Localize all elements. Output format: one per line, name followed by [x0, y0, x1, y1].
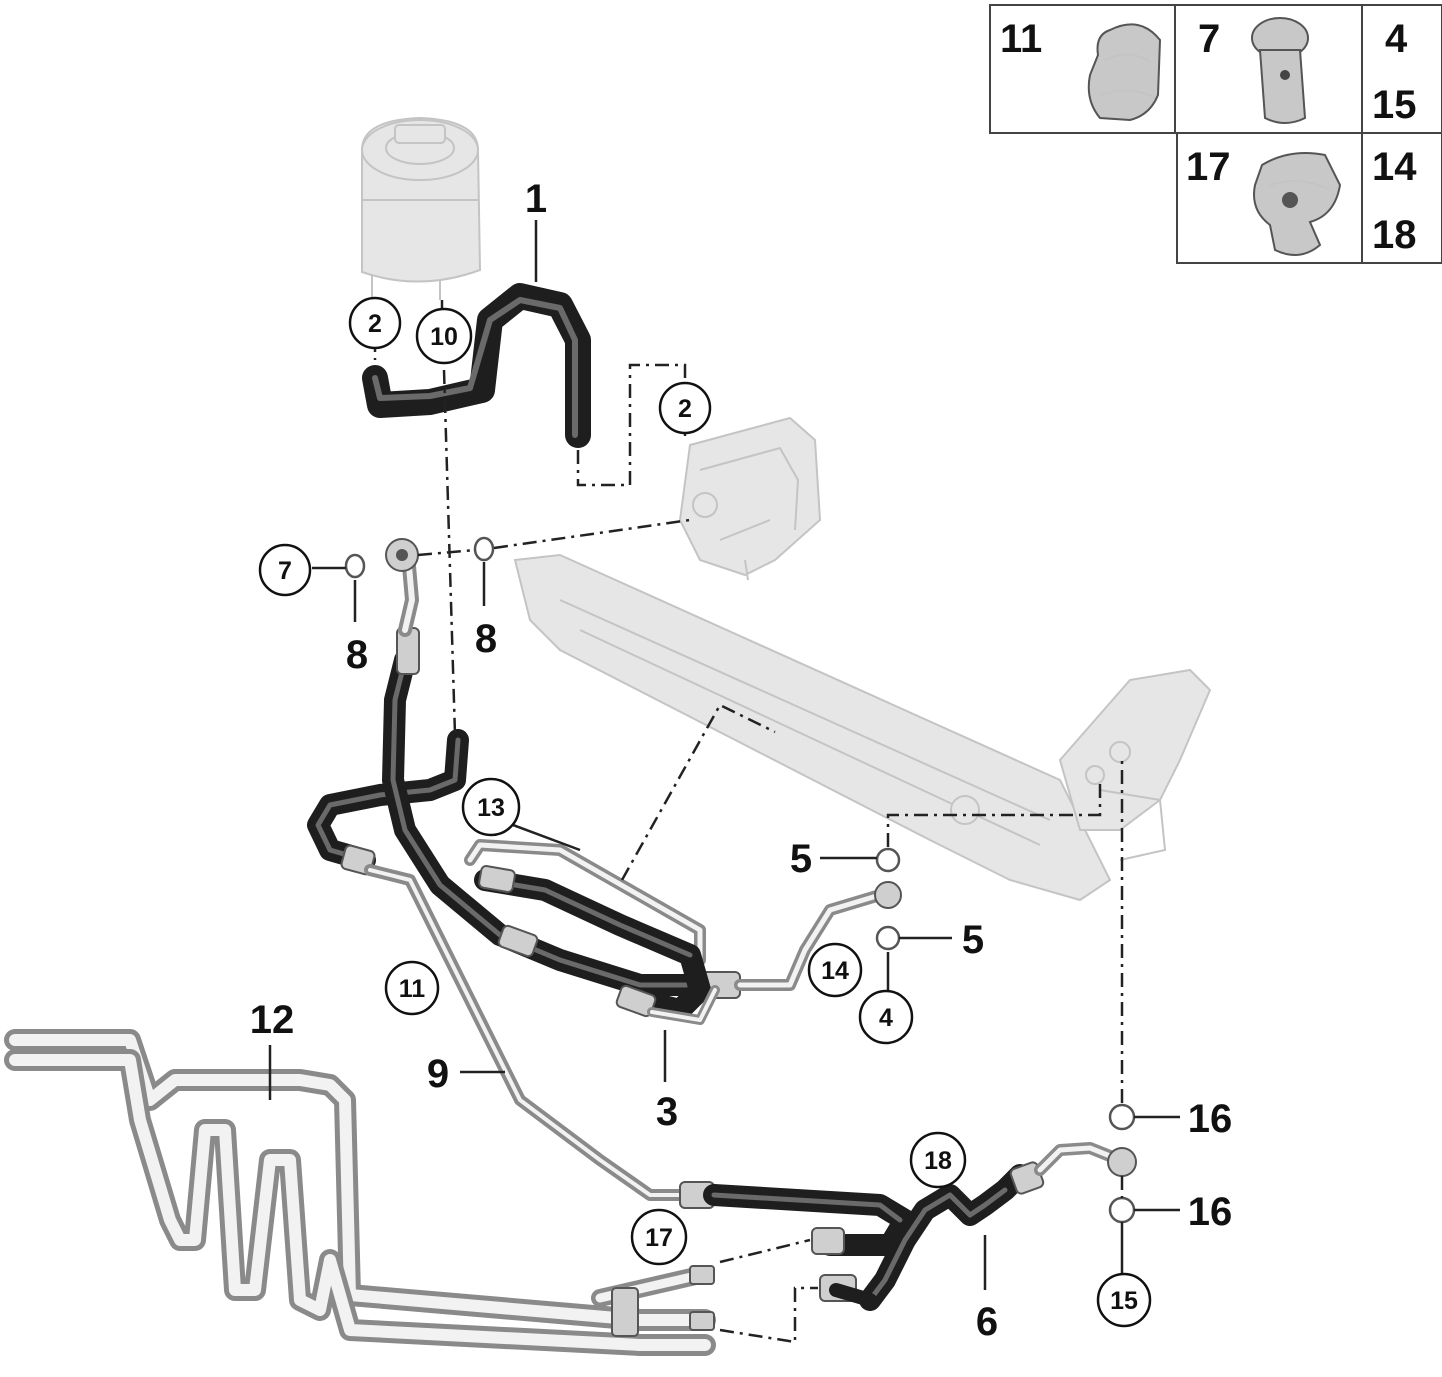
cooler-icon	[4, 1029, 716, 1356]
banjo-fitting-mid	[874, 881, 902, 909]
callout-2b: 2	[678, 395, 692, 423]
callout-8b: 8	[475, 617, 497, 661]
inset-cell-b: 7	[1198, 17, 1220, 61]
seal-ring-8a	[344, 553, 366, 579]
callout-10: 10	[430, 323, 458, 351]
hose-part-6	[819, 1142, 1126, 1311]
callout-7: 7	[278, 557, 292, 585]
inset-cell-c-top: 4	[1385, 17, 1408, 61]
seal-ring-5b	[875, 925, 901, 951]
callout-4: 4	[879, 1004, 893, 1032]
parts-inset: 11 7 4 15 17 14 18	[989, 4, 1442, 264]
dash-lines	[373, 300, 1124, 1344]
seal-ring-5a	[875, 847, 901, 873]
callout-5b: 5	[962, 918, 984, 962]
return-hose-part-1	[362, 283, 591, 448]
banjo-fitting-top	[385, 538, 419, 572]
hose-clamp-icon	[1253, 152, 1342, 256]
banjo-bolt-icon	[1251, 17, 1309, 124]
callout-11: 11	[399, 975, 426, 1003]
callout-14: 14	[821, 957, 849, 985]
inset-cell-c-bottom: 15	[1372, 83, 1417, 127]
pump-icon	[678, 416, 822, 581]
callout-8a: 8	[346, 633, 368, 677]
callout-3: 3	[656, 1090, 678, 1134]
inset-cell-a: 11	[1000, 17, 1042, 61]
callout-16b: 16	[1188, 1190, 1233, 1234]
inset-cell-e-top: 14	[1372, 145, 1417, 189]
callout-16a: 16	[1188, 1097, 1233, 1141]
seal-ring-16a	[1108, 1103, 1136, 1131]
hose-part-13	[464, 839, 720, 1025]
inset-cell-e-bottom: 18	[1372, 213, 1417, 257]
callout-5a: 5	[790, 837, 812, 881]
reservoir-icon	[361, 116, 482, 300]
pressure-hose-part-3	[382, 627, 741, 999]
callout-15: 15	[1110, 1287, 1138, 1315]
banjo-fitting-low	[1107, 1147, 1137, 1177]
callout-6: 6	[976, 1300, 998, 1344]
seal-ring-16b	[1108, 1196, 1136, 1224]
callouts: 1 2 10 2 7 8 8 13 5 5 14 4 11 12 9 3 18 …	[250, 177, 1233, 1344]
clip-icon	[1087, 23, 1162, 122]
seal-ring-8b	[473, 536, 495, 562]
leader-lines	[268, 220, 1180, 1290]
callout-2a: 2	[368, 310, 382, 338]
callout-13: 13	[477, 794, 505, 822]
callout-9: 9	[427, 1052, 449, 1096]
callout-18: 18	[924, 1147, 952, 1175]
steering-rack-icon	[513, 553, 1212, 902]
callout-1: 1	[525, 177, 547, 221]
callout-17: 17	[645, 1224, 673, 1252]
inset-cell-d: 17	[1186, 145, 1231, 189]
callout-12: 12	[250, 998, 295, 1042]
